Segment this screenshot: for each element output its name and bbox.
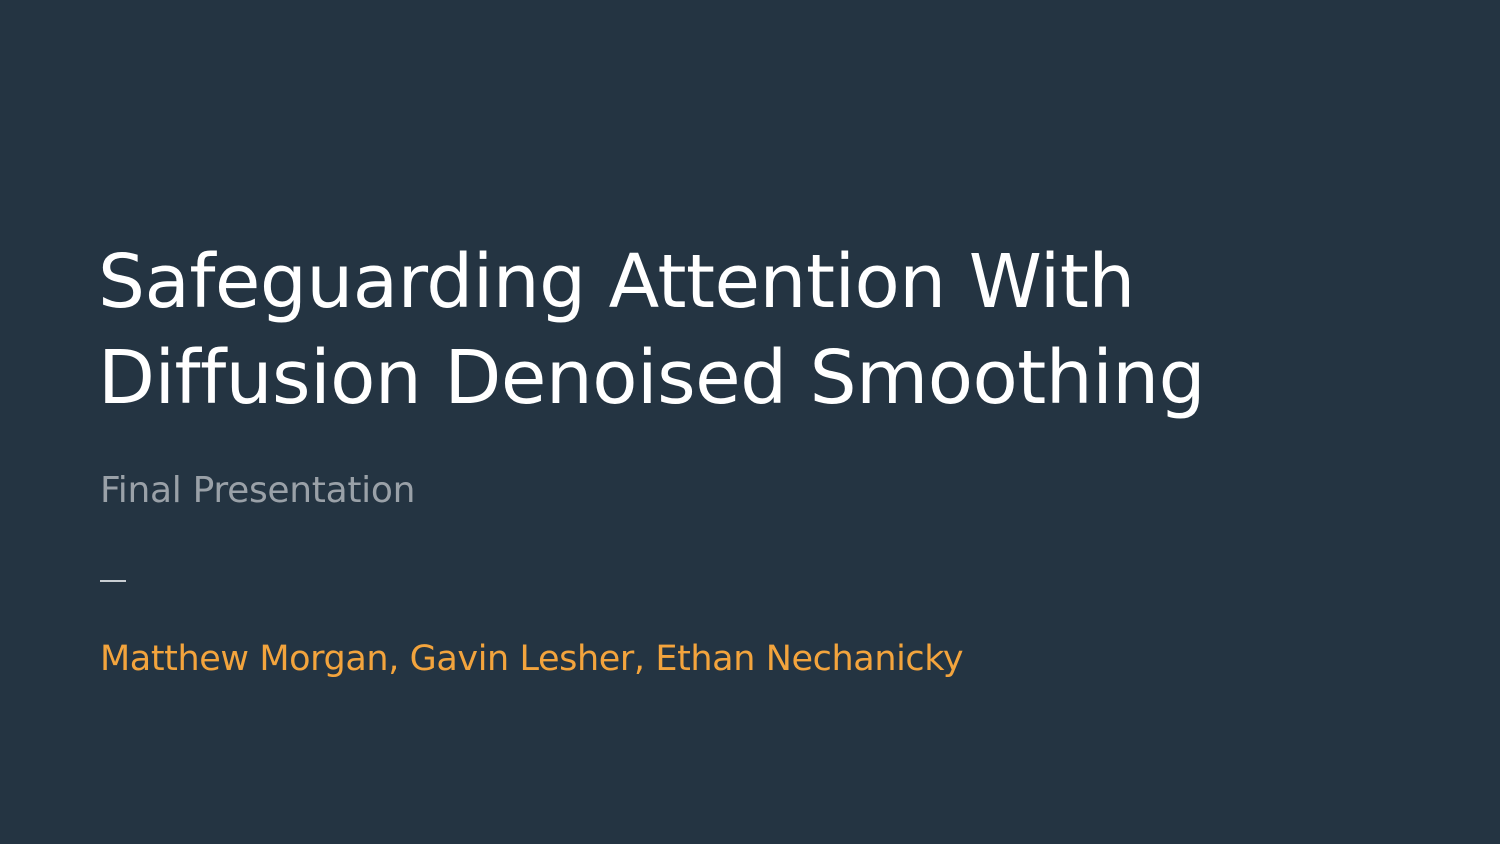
slide-title: Safeguarding Attention With Diffusion De…	[98, 234, 1348, 426]
slide-subtitle: Final Presentation	[100, 470, 416, 511]
divider-line	[100, 580, 126, 582]
slide-title-line-1: Safeguarding Attention With	[98, 239, 1135, 325]
slide-title-line-2: Diffusion Denoised Smoothing	[98, 335, 1206, 421]
slide-authors: Matthew Morgan, Gavin Lesher, Ethan Nech…	[100, 639, 964, 679]
